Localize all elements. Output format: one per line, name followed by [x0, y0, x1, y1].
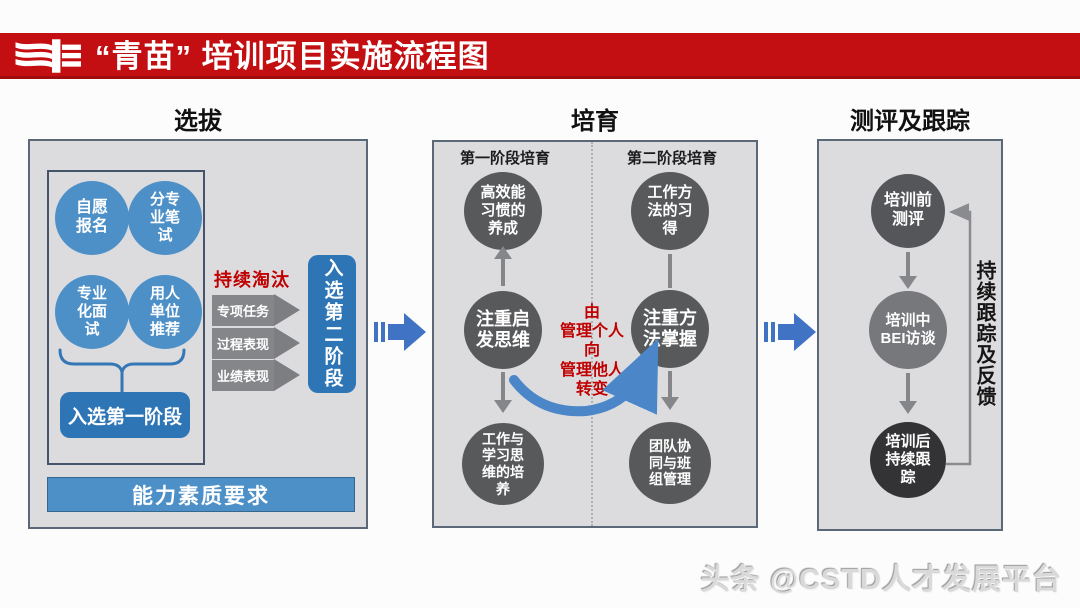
striped-arrow-icon — [374, 313, 426, 351]
down-arrowhead-icon — [899, 276, 917, 289]
elimination-arrow-special-tasks: 专项任务 — [212, 294, 301, 326]
stage2-selected-box: 入选第二阶段 — [308, 255, 356, 393]
title-banner: “青苗” 培训项目实施流程图 — [0, 33, 1080, 79]
stage1-column-header: 第一阶段培育 — [459, 150, 550, 167]
brand-logo-icon — [15, 39, 81, 73]
elimination-arrow-label: 专项任务 — [212, 294, 275, 326]
watermark-text: 头条 @CSTD人才发展平台 — [700, 564, 1062, 596]
cultivation-circle-work-learning: 工作与 学习思 维的培 养 — [462, 423, 544, 505]
cultivation-circle-team-management: 团队协 同与班 组管理 — [629, 422, 711, 504]
stage2-column-header: 第二阶段培育 — [626, 150, 717, 167]
transformation-curve-arrow-icon — [509, 338, 659, 417]
right-arrowhead-icon — [274, 327, 301, 359]
up-arrow-icon — [501, 256, 505, 286]
evaluation-circle-pretraining: 培训前 测评 — [871, 174, 945, 248]
down-arrow-icon — [906, 373, 910, 403]
selection-circle-written-test: 分专 业笔 试 — [128, 181, 202, 255]
phase-divider — [591, 142, 593, 526]
down-arrow-icon — [501, 372, 505, 402]
continuous-tracking-label: 持续跟踪及反馈 — [973, 260, 995, 407]
section-header-selection: 选拔 — [174, 108, 222, 135]
down-arrowhead-icon — [661, 397, 679, 410]
selection-circle-interview: 专业 化面 试 — [55, 275, 129, 349]
elimination-arrow-label: 业绩表现 — [212, 359, 275, 391]
evaluation-circle-posttraining: 培训后 持续跟 踪 — [870, 422, 946, 498]
stage1-selected-box: 入选第一阶段 — [60, 392, 190, 438]
elimination-arrow-label: 过程表现 — [212, 327, 275, 359]
down-arrow-icon — [906, 252, 910, 278]
cultivation-circle-inspire-thinking: 注重启 发思维 — [464, 291, 542, 369]
down-arrowhead-icon — [494, 400, 512, 413]
down-arrow-icon — [668, 371, 672, 399]
cultivation-circle-work-methods: 工作方 法的习 得 — [631, 172, 709, 250]
right-arrowhead-icon — [274, 294, 301, 326]
selection-circle-voluntary: 自愿 报名 — [55, 181, 129, 255]
feedback-loop-icon — [946, 203, 972, 466]
connector-line — [668, 254, 672, 288]
selection-circle-recommendation: 用人 单位 推荐 — [128, 275, 202, 349]
down-arrowhead-icon — [899, 401, 917, 414]
page-title: “青苗” 培训项目实施流程图 — [95, 39, 490, 74]
selection-inner-box — [47, 170, 205, 465]
cultivation-circle-habits: 高效能 习惯的 养成 — [464, 172, 542, 250]
elimination-arrow-process: 过程表现 — [212, 327, 301, 359]
up-arrowhead-icon — [494, 246, 512, 259]
brace-icon — [58, 348, 186, 392]
capability-requirements-bar: 能力素质要求 — [47, 477, 355, 512]
striped-arrow-icon — [764, 313, 816, 351]
evaluation-circle-bei-interview: 培训中 BEI访谈 — [869, 291, 947, 369]
section-header-evaluation: 测评及跟踪 — [850, 108, 970, 135]
elimination-arrow-performance: 业绩表现 — [212, 359, 301, 391]
section-header-cultivation: 培育 — [571, 108, 619, 135]
elimination-label: 持续淘汰 — [214, 270, 290, 290]
right-arrowhead-icon — [274, 359, 301, 391]
